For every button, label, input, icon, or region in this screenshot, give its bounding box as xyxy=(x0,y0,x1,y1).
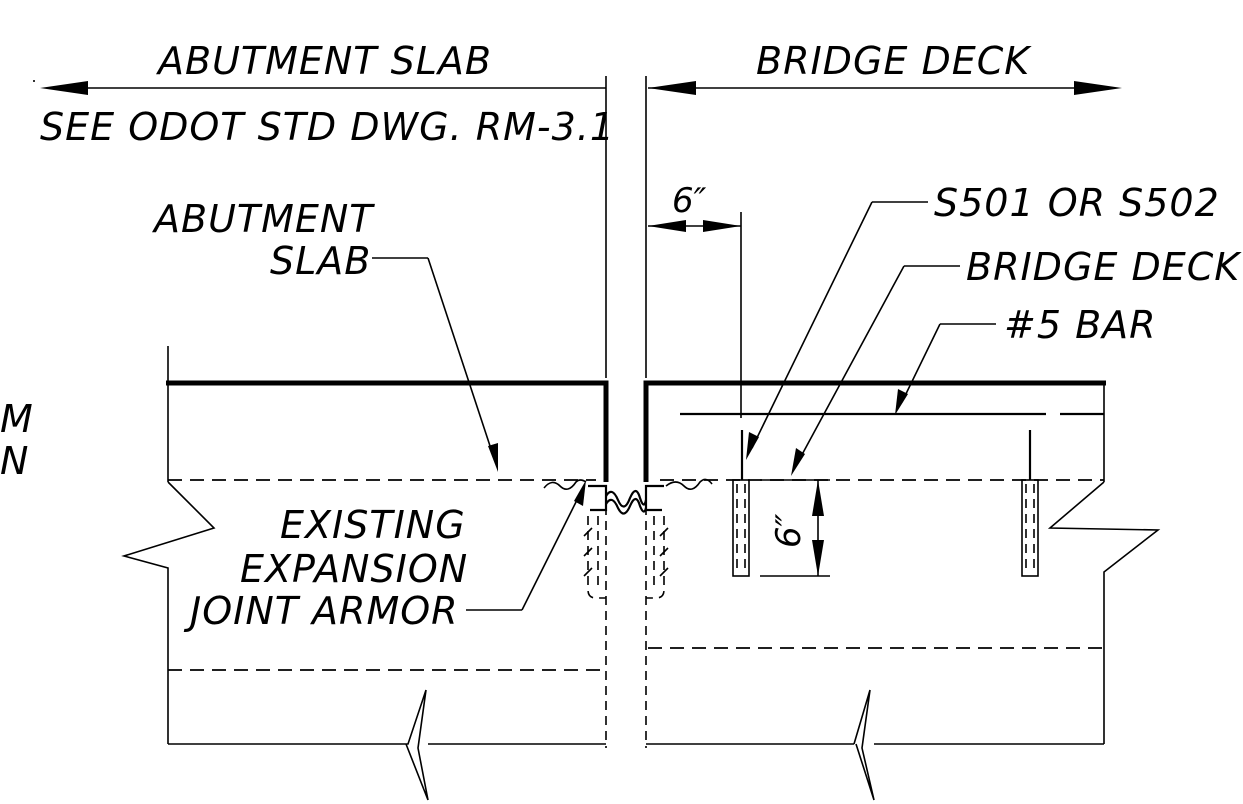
existing-label-line1: EXISTING xyxy=(280,503,466,547)
existing-label-line3: JOINT ARMOR xyxy=(183,589,459,633)
abutment-slab-header: ABUTMENT SLAB xyxy=(155,39,492,83)
top-6in-dimension xyxy=(648,212,742,418)
existing-label-line2: EXPANSION xyxy=(240,547,468,591)
abutment-callout-line1: ABUTMENT xyxy=(151,197,375,241)
existing-dowel-bars xyxy=(732,479,1039,577)
top-6in-label: 6″ xyxy=(672,181,707,221)
abutment-slab-section xyxy=(121,346,609,801)
vertical-6in-label: 6″ xyxy=(769,513,809,548)
vertical-6in-dimension xyxy=(760,479,830,577)
bar-5-leader xyxy=(895,323,996,415)
cut-edge-fragment-1: M xyxy=(0,397,34,441)
abutment-slab-dimension xyxy=(33,80,606,95)
existing-armor-leader xyxy=(466,480,586,611)
abutment-callout-leader xyxy=(372,257,498,472)
bridge-deck-section xyxy=(643,380,1161,801)
s501-s502-label: S501 OR S502 xyxy=(934,181,1220,225)
bridge-deck-leader xyxy=(791,265,960,476)
bridge-deck-header: BRIDGE DECK xyxy=(756,39,1032,83)
bridge-deck-callout-label: BRIDGE DECK xyxy=(966,245,1242,289)
bar-5-label: #5 BAR xyxy=(1004,303,1157,347)
cut-edge-fragment-2: N xyxy=(0,439,29,483)
s501-leader xyxy=(746,201,928,460)
abutment-callout-line2: SLAB xyxy=(270,239,371,283)
expansion-joint-armor xyxy=(543,478,713,748)
see-odot-note: SEE ODOT STD DWG. RM-3.1 xyxy=(40,105,615,149)
bridge-deck-dimension xyxy=(648,81,1122,95)
